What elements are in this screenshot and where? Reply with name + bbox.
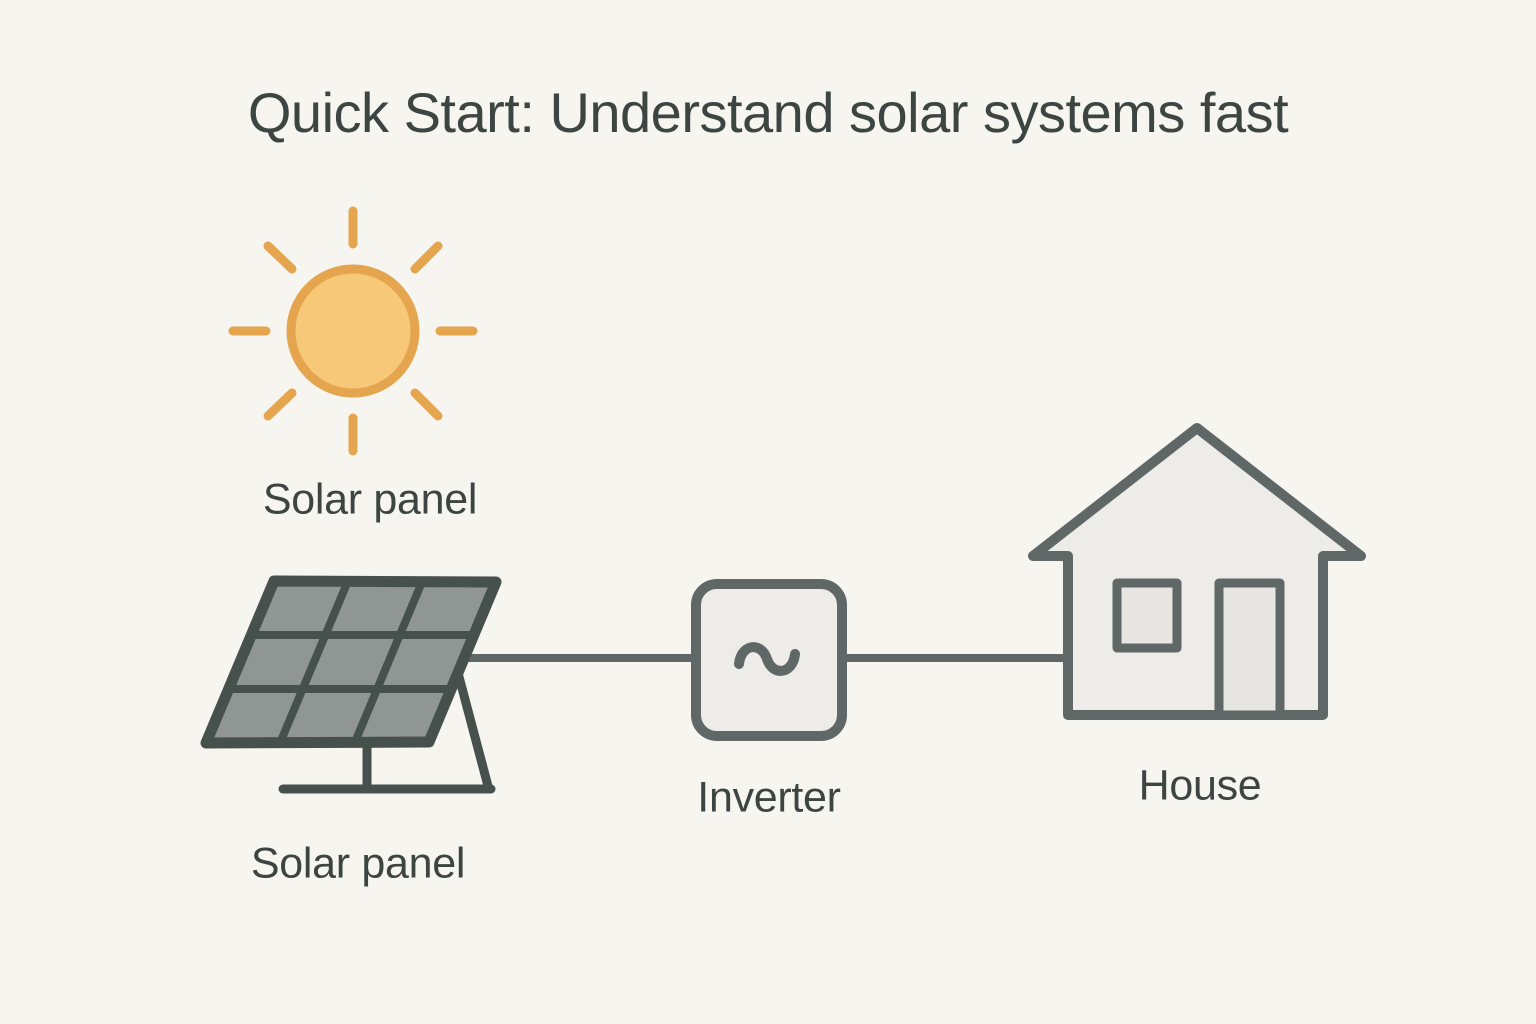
solar-panel-icon [200, 575, 502, 794]
sun-label: Solar panel [262, 475, 478, 524]
inverter-icon [691, 579, 847, 741]
house-window [1112, 578, 1182, 653]
house-label: House [1138, 761, 1262, 810]
sun-icon [228, 206, 478, 456]
inverter-label: Inverter [697, 773, 841, 822]
house-icon [1028, 423, 1366, 720]
page-title: Quick Start: Understand solar systems fa… [247, 81, 1289, 144]
house-door [1214, 578, 1285, 720]
solar-panel-label: Solar panel [250, 839, 466, 888]
